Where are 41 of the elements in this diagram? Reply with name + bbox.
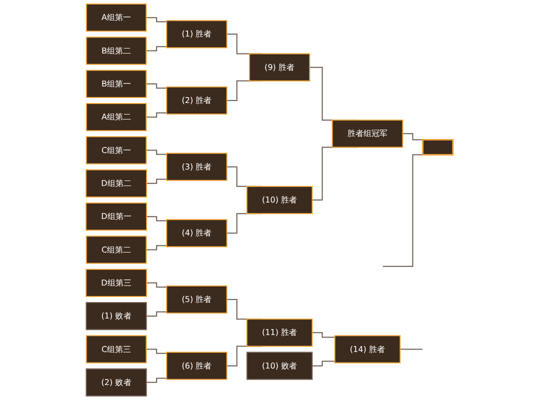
node-box: D组第三 [86,268,148,297]
node-box: D组第一 [86,202,148,231]
node-box: B组第二 [86,36,147,65]
node-box: (5) 胜者 [166,285,228,314]
node-box: D组第二 [86,169,148,198]
node-box: A组第二 [86,103,147,132]
node-box: (3) 胜者 [166,152,228,181]
node-box: (6) 胜者 [166,352,228,380]
node-box: (10) 败者 [246,352,313,380]
connector [146,378,167,383]
connector [146,178,167,184]
node-box [422,138,454,156]
connector [146,282,167,288]
node-box: 胜者组冠军 [332,120,404,148]
connector [146,17,167,22]
connector [400,348,423,350]
connector [146,245,167,250]
connector [146,46,167,52]
node-box: (11) 胜者 [246,318,313,347]
node-box: (14) 胜者 [334,335,401,364]
connector [146,112,167,118]
node-box: (1) 败者 [86,302,147,330]
node-box: (2) 胜者 [166,86,228,115]
node-box: (2) 败者 [86,368,147,396]
connector [312,332,335,338]
connector [146,83,167,89]
connector [312,360,335,366]
node-box: B组第一 [86,70,147,98]
node-box: A组第一 [86,4,147,32]
node-box: (4) 胜者 [166,219,228,248]
connector [146,311,167,317]
connector [146,348,167,354]
connector [146,150,167,155]
node-box: (1) 胜者 [166,20,228,48]
node-box: C组第三 [86,335,147,364]
node-box: C组第二 [86,236,147,264]
node-box: (10) 胜者 [246,186,313,214]
node-box: C组第一 [86,136,147,164]
connector [146,216,167,222]
connector [402,133,424,140]
node-box: (9) 胜者 [248,53,310,82]
